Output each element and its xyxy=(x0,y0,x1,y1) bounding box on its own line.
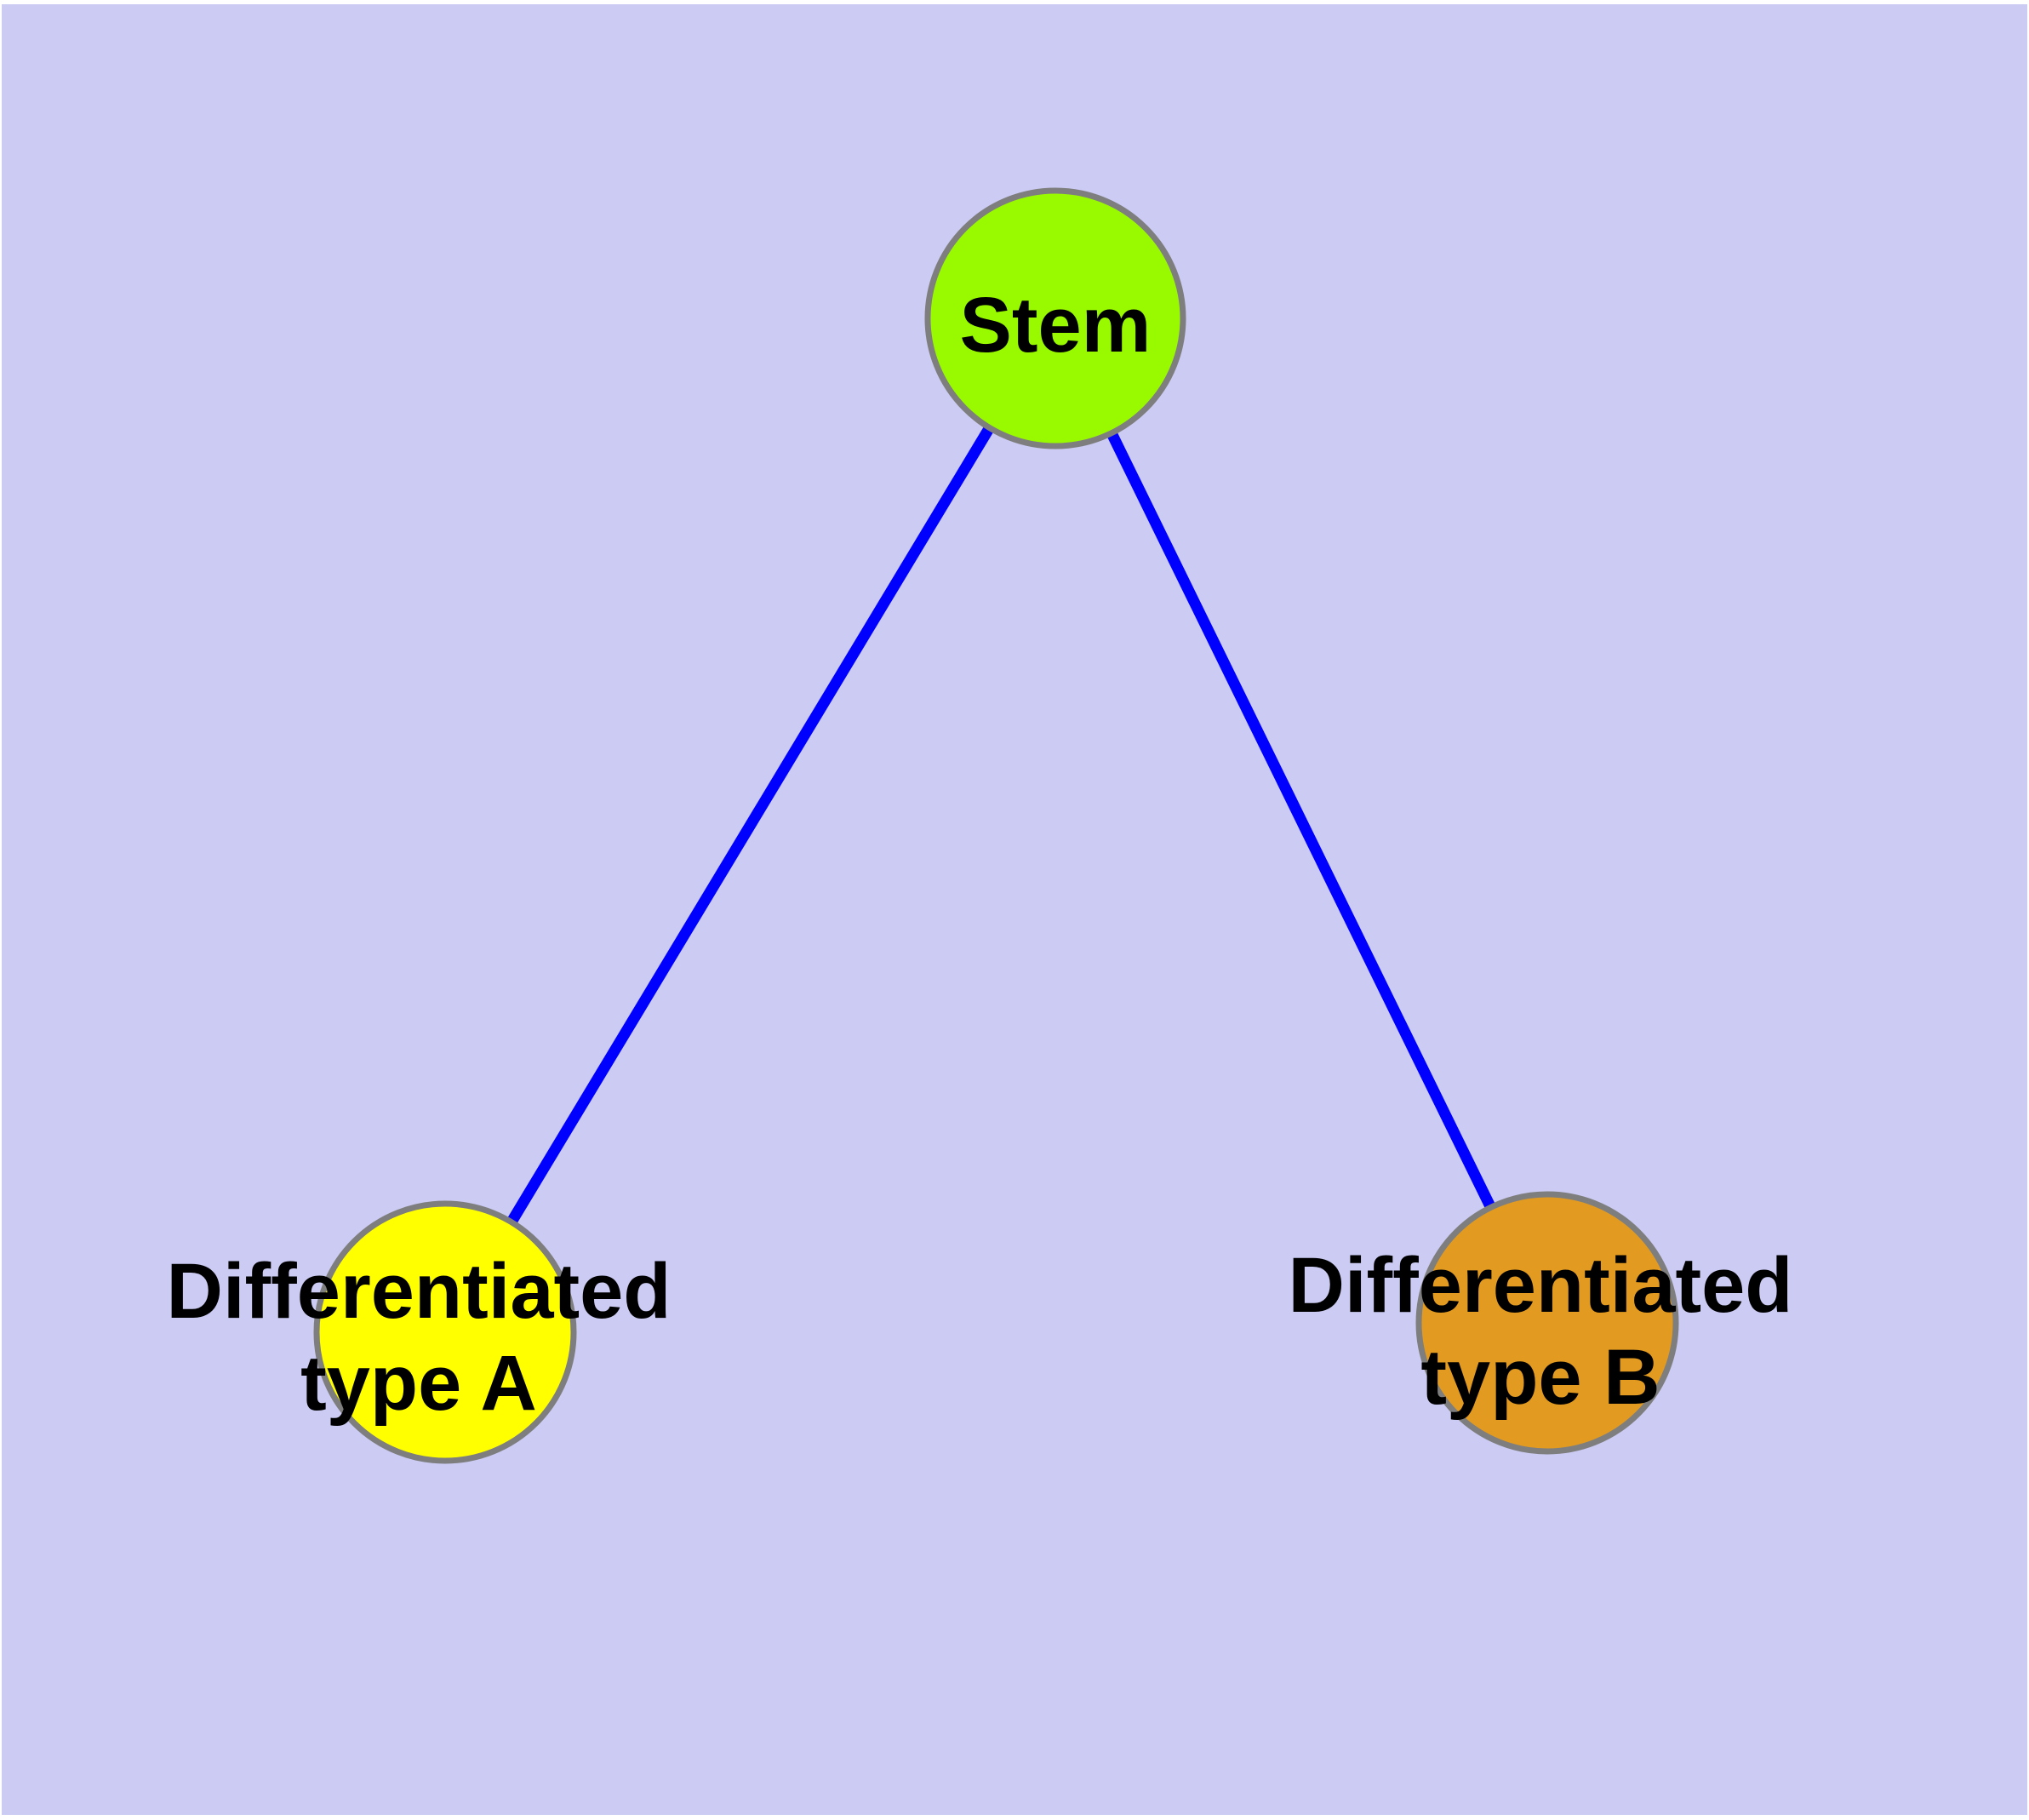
node-type-b-circle xyxy=(1415,1191,1679,1455)
node-type-b-label-line-1: Differentiated xyxy=(1289,1242,1793,1329)
edge-stem-to-type-a xyxy=(440,315,1060,1336)
node-type-a-circle xyxy=(313,1200,577,1464)
node-type-a-label-line-1: Differentiated xyxy=(167,1248,672,1335)
edges-layer xyxy=(440,315,1552,1336)
node-stem-circle xyxy=(924,187,1186,449)
nodes-layer xyxy=(313,187,1679,1464)
node-stem-label-line-1: Stem xyxy=(960,282,1152,369)
node-type-a-label-line-2: type A xyxy=(300,1340,537,1427)
edge-stem-to-type-b xyxy=(1050,316,1552,1325)
node-type-b-label-line-2: type B xyxy=(1420,1334,1660,1421)
